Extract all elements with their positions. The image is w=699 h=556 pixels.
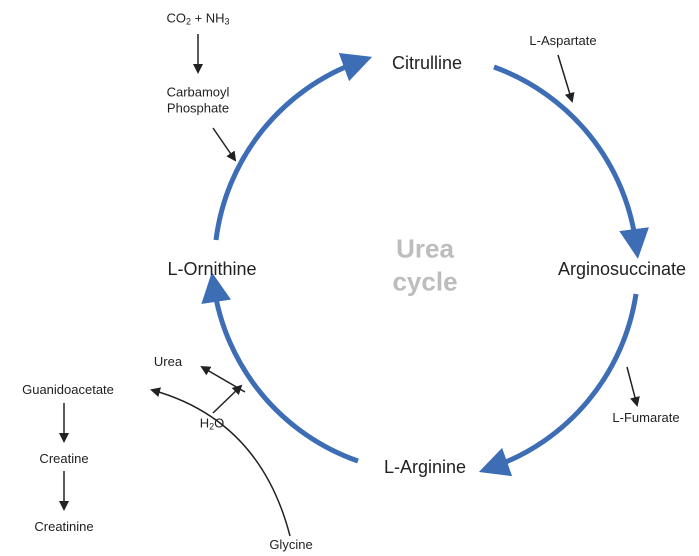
- arrow-cycle-to-fumarate: [626, 366, 640, 407]
- label-water: H2O: [200, 416, 225, 433]
- arc-ornithine-to-citrulline: [213, 53, 373, 241]
- center-title-line1: Urea: [396, 233, 454, 264]
- label-glycine: Glycine: [269, 537, 313, 553]
- center-title: Urea cycle: [392, 233, 457, 298]
- arrow-carbamoyl-to-cycle: [212, 127, 237, 162]
- co2-mid: + NH: [190, 10, 225, 26]
- label-carbamoyl-phosphate: Carbamoyl Phosphate: [167, 84, 230, 115]
- arc-arginosuccinate-to-arginine: [478, 293, 639, 477]
- carbamoyl-line2: Phosphate: [166, 100, 230, 115]
- node-arginine: L-Arginine: [383, 457, 467, 478]
- node-ornithine: L-Ornithine: [167, 259, 257, 280]
- co2-subscript: 2: [185, 16, 191, 27]
- label-creatine: Creatine: [39, 451, 89, 467]
- arrow-aspartate-to-cycle: [557, 54, 575, 103]
- arrow-glycine-to-guanidoacetate: [150, 387, 291, 537]
- carbamoyl-line1: Carbamoyl: [166, 84, 230, 100]
- label-fumarate: L-Fumarate: [612, 410, 680, 426]
- nh3-subscript: 3: [224, 16, 230, 27]
- water-suffix: O: [214, 415, 225, 431]
- label-aspartate: L-Aspartate: [529, 33, 597, 49]
- arrow-water-to-cycle: [212, 384, 243, 414]
- label-co2-nh3: CO2 + NH3: [166, 11, 229, 28]
- co2-prefix: CO: [166, 10, 186, 26]
- arc-arginine-to-ornithine: [201, 272, 359, 464]
- water-prefix: H: [199, 415, 210, 431]
- label-creatinine: Creatinine: [34, 519, 94, 535]
- label-guanidoacetate: Guanidoacetate: [22, 382, 114, 398]
- arc-citrulline-to-arginosuccinate: [493, 64, 649, 259]
- label-urea: Urea: [153, 354, 183, 370]
- center-title-line2: cycle: [392, 266, 458, 296]
- node-citrulline: Citrulline: [391, 53, 463, 74]
- water-subscript: 2: [209, 421, 215, 432]
- node-arginosuccinate: Arginosuccinate: [557, 259, 687, 280]
